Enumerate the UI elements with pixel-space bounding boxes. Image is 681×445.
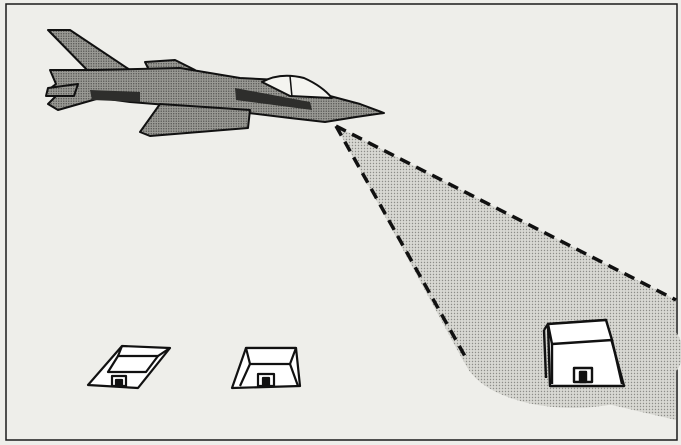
figure-border	[5, 3, 678, 441]
bunker-icon	[542, 318, 626, 388]
bunker-icon	[86, 344, 172, 390]
fighter-jet-icon	[45, 29, 385, 137]
bunker-icon	[230, 346, 302, 390]
beam-edge-right	[335, 124, 677, 302]
beam-edge-left	[334, 125, 468, 359]
sensor-beam	[334, 124, 681, 420]
